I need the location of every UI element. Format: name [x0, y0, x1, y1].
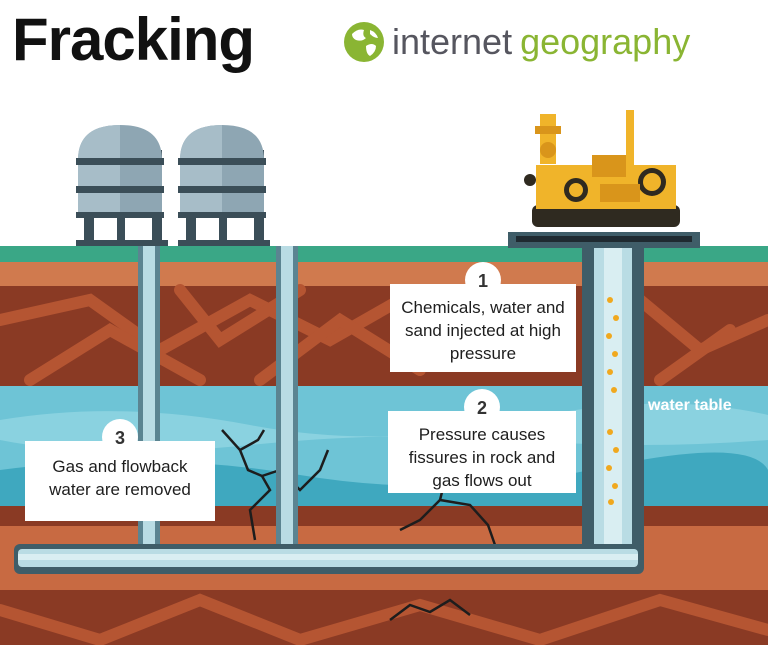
- topsoil-layer: [0, 262, 768, 286]
- step-3-number: 3: [102, 419, 138, 455]
- brand-word-geography: geography: [520, 21, 691, 62]
- brand-logo: internet geography: [342, 16, 690, 68]
- grass-strip: [0, 246, 768, 262]
- step-3-text: Gas and flowback water are removed: [49, 457, 191, 499]
- water-wave-1: [0, 403, 768, 452]
- storage-tank-left: [76, 125, 168, 246]
- step-1-number: 1: [465, 262, 501, 298]
- page-title: Fracking: [12, 6, 255, 73]
- callout-step-3: 3 Gas and flowback water are removed: [25, 419, 215, 521]
- step-1-text: Chemicals, water and sand injected at hi…: [401, 298, 565, 363]
- injection-pipe: [582, 246, 644, 568]
- fissures: [221, 429, 497, 621]
- drilling-rig: [508, 110, 700, 248]
- brand-word-internet: internet: [392, 21, 513, 62]
- water-table-label: water table: [648, 397, 732, 414]
- callout-step-1: 1 Chemicals, water and sand injected at …: [390, 262, 576, 372]
- rock-cracks-lower: [0, 593, 768, 645]
- step-2-number: 2: [464, 389, 500, 425]
- sand-particles: [606, 297, 619, 505]
- callout-step-2: 2 Pressure causes fissures in rock and g…: [388, 389, 576, 493]
- extraction-pipe-middle: [276, 246, 298, 546]
- globe-icon: [344, 22, 384, 62]
- horizontal-pipe: [14, 544, 644, 574]
- step-2-text: Pressure causes fissures in rock and gas…: [408, 425, 556, 490]
- storage-tank-right: [178, 125, 270, 246]
